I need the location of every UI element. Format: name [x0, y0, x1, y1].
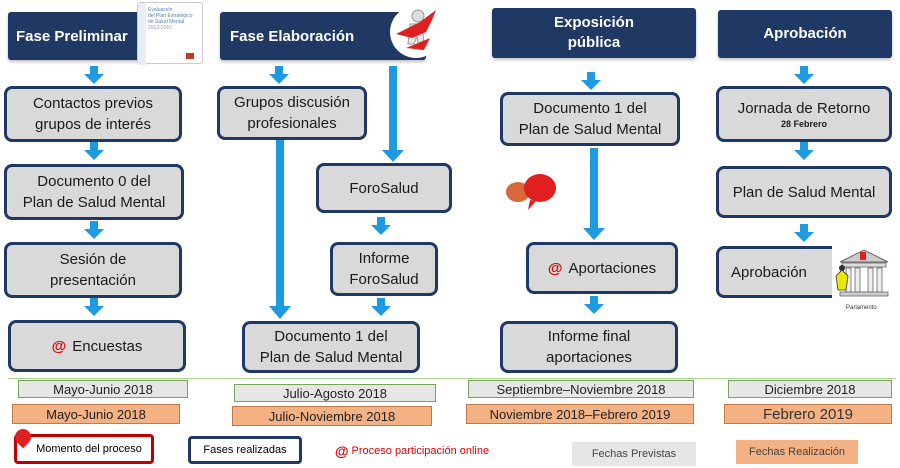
arrow-down-icon: [794, 142, 814, 160]
legend-previstas: Fechas Previstas: [572, 442, 696, 466]
legend-online: @ Proceso participación online: [334, 443, 490, 459]
date-real: Noviembre 2018–Febrero 2019: [466, 404, 694, 424]
arrow-down-icon: [581, 72, 601, 90]
date-planned: Diciembre 2018: [728, 380, 892, 398]
step-informe-forosalud: Informe ForoSalud: [330, 242, 438, 296]
phase-header-aprobacion: Aprobación: [718, 10, 892, 58]
step-jornada-retorno: Jornada de Retorno 28 Febrero: [716, 86, 892, 142]
legend-fases: Fases realizadas: [188, 436, 302, 464]
step-documento-1-publico: Documento 1 del Plan de Salud Mental: [500, 92, 680, 146]
step-sesion: Sesión de presentación: [4, 242, 182, 298]
parliament-icon: [832, 246, 894, 304]
step-grupos-discusion: Grupos discusión profesionales: [217, 86, 367, 140]
at-icon: @: [547, 259, 563, 277]
phase-label-line2: pública: [567, 34, 621, 51]
figure-illustration: [390, 4, 442, 60]
arrow-down-icon: [382, 66, 404, 162]
step-documento-0: Documento 0 del Plan de Salud Mental: [4, 164, 184, 220]
parlamento-caption: Parlamento: [846, 305, 877, 311]
arrow-down-icon: [84, 142, 104, 160]
step-forosalud: ForoSalud: [316, 163, 452, 213]
arrow-down-icon: [794, 224, 814, 242]
arrow-down-icon: [84, 66, 104, 84]
arrow-down-icon: [269, 66, 289, 84]
arrow-down-icon: [583, 148, 605, 240]
step-contactos: Contactos previos grupos de interés: [4, 86, 182, 142]
arrow-down-icon: [371, 298, 391, 316]
step-documento-1: Documento 1 del Plan de Salud Mental: [242, 321, 420, 373]
step-plan-salud-mental: Plan de Salud Mental: [716, 166, 892, 218]
date-planned: Septiembre–Noviembre 2018: [468, 380, 694, 398]
step-aportaciones: @ Aportaciones: [526, 242, 678, 294]
date-planned: Mayo-Junio 2018: [18, 380, 188, 398]
arrow-down-icon: [371, 217, 391, 235]
phase-header-exposicion: Exposición pública: [492, 8, 696, 58]
chat-bubbles-icon: [500, 166, 564, 218]
arrow-down-icon: [584, 296, 604, 314]
timeline-divider: [8, 378, 896, 379]
arrow-down-icon: [84, 298, 104, 316]
arrow-down-icon: [794, 66, 814, 84]
legend-momento: Momento del proceso: [11, 425, 154, 464]
arrow-down-icon: [84, 221, 104, 239]
date-real: Febrero 2019: [724, 404, 892, 424]
document-thumbnail: Evaluación del Plan Estratégico de Salud…: [137, 2, 203, 65]
step-encuestas: @ Encuestas: [8, 320, 186, 372]
date-planned: Julio-Agosto 2018: [234, 384, 436, 402]
step-informe-final: Informe final aportaciones: [500, 321, 678, 373]
at-icon: @: [334, 443, 349, 459]
date-real: Julio-Noviembre 2018: [232, 406, 432, 426]
arrow-down-icon: [269, 140, 291, 319]
at-icon: @: [51, 337, 67, 355]
phase-label: Fase Preliminar: [16, 27, 128, 45]
phase-label: Fase Elaboración: [230, 27, 355, 45]
phase-label: Aprobación: [763, 25, 847, 42]
date-real: Mayo-Junio 2018: [12, 404, 180, 424]
phase-label-line1: Exposición: [553, 14, 635, 31]
legend-realizacion: Fechas Realización: [736, 440, 858, 464]
